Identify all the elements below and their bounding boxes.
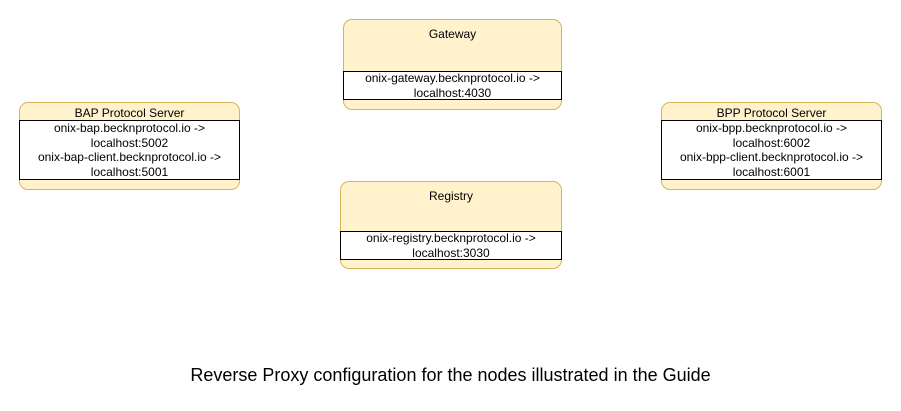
mapping-entry: onix-gateway.becknprotocol.io -> localho… — [365, 71, 540, 100]
mapping-entry: onix-bpp-client.becknprotocol.io -> loca… — [679, 150, 864, 179]
node-bpp-mapping-box: onix-bpp.becknprotocol.io -> localhost:6… — [661, 120, 882, 180]
mapping-entry: onix-registry.becknprotocol.io -> localh… — [366, 231, 536, 260]
mapping-entry: onix-bap-client.becknprotocol.io -> loca… — [37, 150, 222, 179]
node-bap-title: BAP Protocol Server — [74, 106, 185, 120]
node-gateway-mapping-box: onix-gateway.becknprotocol.io -> localho… — [343, 71, 562, 100]
node-gateway: Gateway onix-gateway.becknprotocol.io ->… — [343, 19, 562, 110]
diagram-caption: Reverse Proxy configuration for the node… — [190, 365, 711, 385]
node-gateway-title: Gateway — [428, 27, 477, 41]
node-registry-title: Registry — [428, 189, 473, 203]
node-bpp-title: BPP Protocol Server — [716, 106, 827, 120]
mapping-entry: onix-bpp.becknprotocol.io -> localhost:6… — [695, 121, 848, 150]
node-registry-mapping-box: onix-registry.becknprotocol.io -> localh… — [340, 231, 562, 260]
node-registry: Registry onix-registry.becknprotocol.io … — [340, 181, 562, 269]
mapping-entry: onix-bap.becknprotocol.io -> localhost:5… — [53, 121, 206, 150]
node-bap-protocol-server: BAP Protocol Server onix-bap.becknprotoc… — [19, 102, 240, 190]
node-bap-mapping-box: onix-bap.becknprotocol.io -> localhost:5… — [19, 120, 240, 180]
node-bpp-protocol-server: BPP Protocol Server onix-bpp.becknprotoc… — [661, 102, 882, 190]
